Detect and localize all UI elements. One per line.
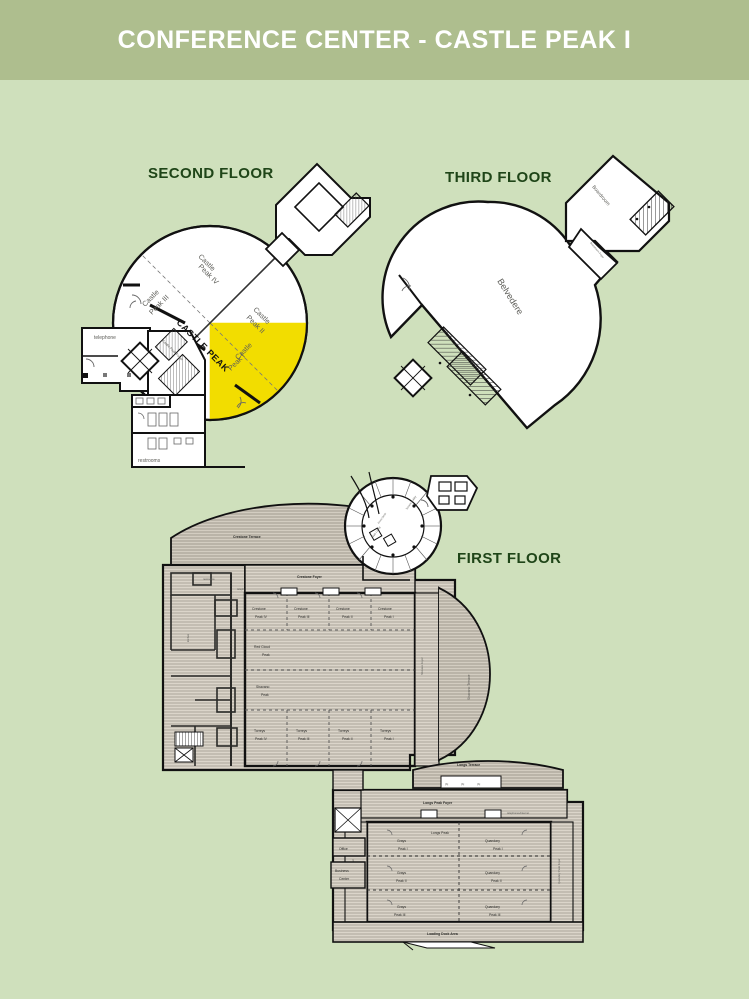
wing-connector: [332, 769, 364, 791]
terrace-markers: [A] [A] [A]: [440, 775, 502, 789]
second-floor-plan: telephone Castle Peak Foyer: [70, 145, 400, 485]
label-torreys-peak-iv-1: Torreys: [254, 729, 265, 733]
label-grays-peak-ii-1: Grays: [397, 871, 406, 875]
label-crestone-terrace: Crestone Terrace: [233, 535, 261, 539]
label-shavano-peak-1: Shavano: [256, 685, 269, 689]
grays-peak-labels: Grays Peak I Grays Peak II Grays Peak II…: [394, 839, 408, 917]
label-business-center-1: Business: [335, 869, 349, 873]
label-red-cloud-2: Peak: [262, 653, 270, 657]
label-quandary-peak-i-2: Peak I: [493, 847, 503, 851]
first-floor-stairs-left: [174, 731, 204, 763]
quandary-peak-labels: Quandary Peak I Quandary Peak II Quandar…: [485, 839, 503, 917]
label-grays-peak-i-1: Grays: [397, 839, 406, 843]
room-quandary-peak-foyer[interactable]: [550, 821, 574, 923]
south-wing-elevator: [334, 807, 362, 833]
label-kitchen: kitchen: [186, 633, 190, 642]
door-swings-first: [272, 592, 528, 906]
label-torreys-peak-ii-1: Torreys: [338, 729, 349, 733]
label-crestone-peak-iv-1: Crestone: [252, 607, 266, 611]
porte-cochere: [420, 475, 479, 511]
boardroom-foyer-connector: [567, 227, 619, 281]
label-red-cloud-1: Red Cloud: [254, 645, 270, 649]
label-telephones-internet-south: telephones/internet: [507, 811, 529, 815]
label-torreys-peak-iii-2: Peak III: [298, 737, 310, 741]
label-restrooms-second: restrooms: [138, 458, 161, 464]
rotunda-connector: [362, 556, 410, 581]
foyer-furniture: [280, 587, 502, 819]
svg-text:[A]: [A]: [477, 782, 480, 786]
first-floor-plan: Crestone Terrace: [155, 470, 600, 951]
annex-connector: [264, 231, 301, 268]
label-business-center-2: Center: [339, 877, 350, 881]
third-floor-plan: Belvedere Boardroom Boardroom Foyer: [381, 145, 685, 445]
ballroom-dividers: [245, 593, 415, 766]
room-castle-peak-i[interactable]: [197, 322, 308, 442]
svg-text:[A]: [A]: [445, 782, 448, 786]
third-floor-stair-block: [393, 326, 502, 406]
label-torreys-peak-i-1: Torreys: [380, 729, 391, 733]
room-shavano-foyer[interactable]: [414, 592, 440, 767]
label-quandary-peak-iii-1: Quandary: [485, 905, 500, 909]
castle-peak-foyer-block: [120, 327, 206, 397]
longs-peak-dividers: [367, 822, 551, 922]
label-crestone-peak-ii-2: Peak II: [342, 615, 353, 619]
label-quandary-peak-ii-2: Peak II: [491, 879, 502, 883]
label-crestone-peak-ii-1: Crestone: [336, 607, 350, 611]
first-floor-title: FIRST FLOOR: [457, 550, 562, 567]
room-shavano-terrace[interactable]: [438, 586, 491, 762]
label-longs-peak: Longs Peak: [431, 831, 449, 835]
label-quandary-peak-foyer: Quandary Peak Foyer: [557, 858, 561, 884]
label-torreys-peak-iii-1: Torreys: [296, 729, 307, 733]
header-bar: CONFERENCE CENTER - CASTLE PEAK I: [0, 0, 749, 80]
room-office[interactable]: [332, 837, 366, 857]
page-title: CONFERENCE CENTER - CASTLE PEAK I: [117, 25, 632, 54]
label-restrooms-first: restrooms: [203, 577, 215, 581]
third-floor-title: THIRD FLOOR: [445, 169, 552, 186]
second-floor-annex: [275, 162, 371, 256]
entry-canopy-lines: [350, 471, 380, 519]
label-shavano-terrace: Shavano Terrace: [467, 674, 471, 700]
door-swing-icon: [129, 294, 247, 409]
svg-text:[A]: [A]: [461, 782, 464, 786]
second-floor-title: SECOND FLOOR: [148, 165, 274, 182]
label-shavano-peak-2: Peak: [261, 693, 269, 697]
label-crestone-peak-iii-2: Peak III: [298, 615, 310, 619]
restrooms-block: [131, 394, 206, 468]
label-shavano-foyer: Shavano Foyer: [420, 657, 424, 675]
loading-ramp: [402, 941, 496, 951]
label-longs-terrace: Longs Terrace: [457, 763, 480, 767]
telephone-block: [81, 327, 151, 392]
label-front-desk: Front Desk: [377, 511, 388, 524]
label-loading-dock: Loading Dock Area: [427, 932, 458, 936]
label-main-lobby: Main Lobby: [371, 525, 382, 539]
label-quandary-peak-iii-2: Peak III: [489, 913, 501, 917]
label-quandary-peak-i-1: Quandary: [485, 839, 500, 843]
label-grays-peak-i-2: Peak I: [398, 847, 408, 851]
label-torreys-peak-i-2: Peak I: [384, 737, 394, 741]
label-crestone-peak-iv-2: Peak IV: [255, 615, 268, 619]
label-office: Office: [339, 847, 348, 851]
room-longs-peak-foyer[interactable]: [360, 789, 568, 819]
door-swing-icon: [401, 277, 412, 292]
label-grays-peak-ii-2: Peak II: [396, 879, 407, 883]
label-crestone-foyer: Crestone Foyer: [297, 575, 323, 579]
label-crestone-peak-i-1: Crestone: [378, 607, 392, 611]
crestone-peak-labels: Crestone Peak IV Crestone Peak III Crest…: [252, 607, 394, 619]
label-quandary-peak-ii-1: Quandary: [485, 871, 500, 875]
rotunda-lobby[interactable]: [343, 476, 443, 576]
torreys-peak-labels: Torreys Peak IV Torreys Peak III Torreys…: [254, 729, 394, 741]
room-belvedere[interactable]: [381, 200, 619, 430]
label-longs-peak-foyer: Longs Peak Foyer: [423, 801, 453, 805]
label-grays-peak-iii-2: Peak III: [394, 913, 406, 917]
label-crestone-peak-iii-1: Crestone: [294, 607, 308, 611]
room-business-center[interactable]: [330, 861, 366, 889]
label-grays-peak-iii-1: Grays: [397, 905, 406, 909]
label-torreys-peak-ii-2: Peak II: [342, 737, 353, 741]
label-telephone: telephone: [94, 335, 116, 341]
label-crestone-peak-i-2: Peak I: [384, 615, 394, 619]
room-loading-dock[interactable]: [332, 921, 584, 943]
label-torreys-peak-iv-2: Peak IV: [255, 737, 268, 741]
